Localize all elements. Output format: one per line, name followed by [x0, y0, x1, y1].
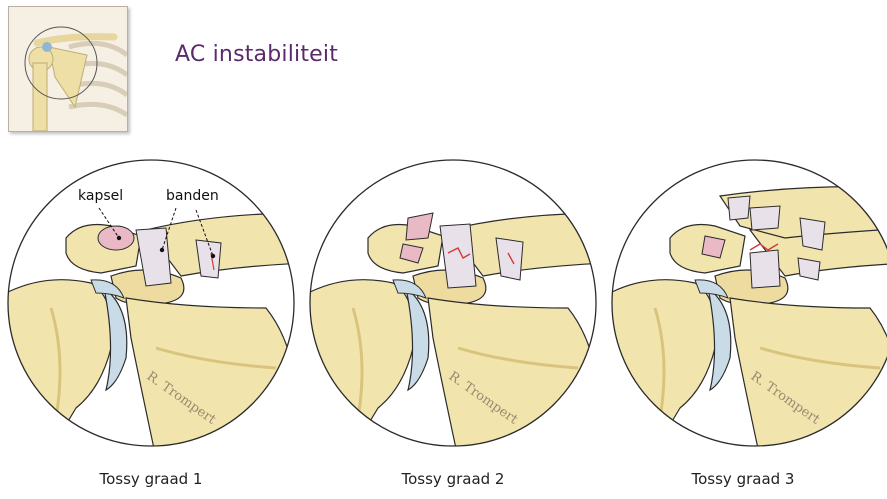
label-ligaments: banden [166, 188, 219, 204]
caption-grade-1: Tossy graad 1 [6, 470, 296, 488]
label-capsule: kapsel [78, 188, 123, 204]
shoulder-illustration-grade-3: R. Trompert [610, 158, 887, 448]
panel-grade-1: R. Trompert kapsel banden [6, 158, 296, 448]
page-title: AC instabiliteit [175, 42, 338, 67]
panel-grade-2: R. Trompert [308, 158, 598, 448]
panel-grade-3: R. Trompert [610, 158, 887, 448]
caption-grade-2: Tossy graad 2 [308, 470, 598, 488]
shoulder-skeleton-thumbnail [8, 6, 128, 132]
shoulder-illustration-grade-1: R. Trompert [6, 158, 296, 448]
shoulder-illustration-grade-2: R. Trompert [308, 158, 598, 448]
caption-grade-3: Tossy graad 3 [598, 470, 887, 488]
